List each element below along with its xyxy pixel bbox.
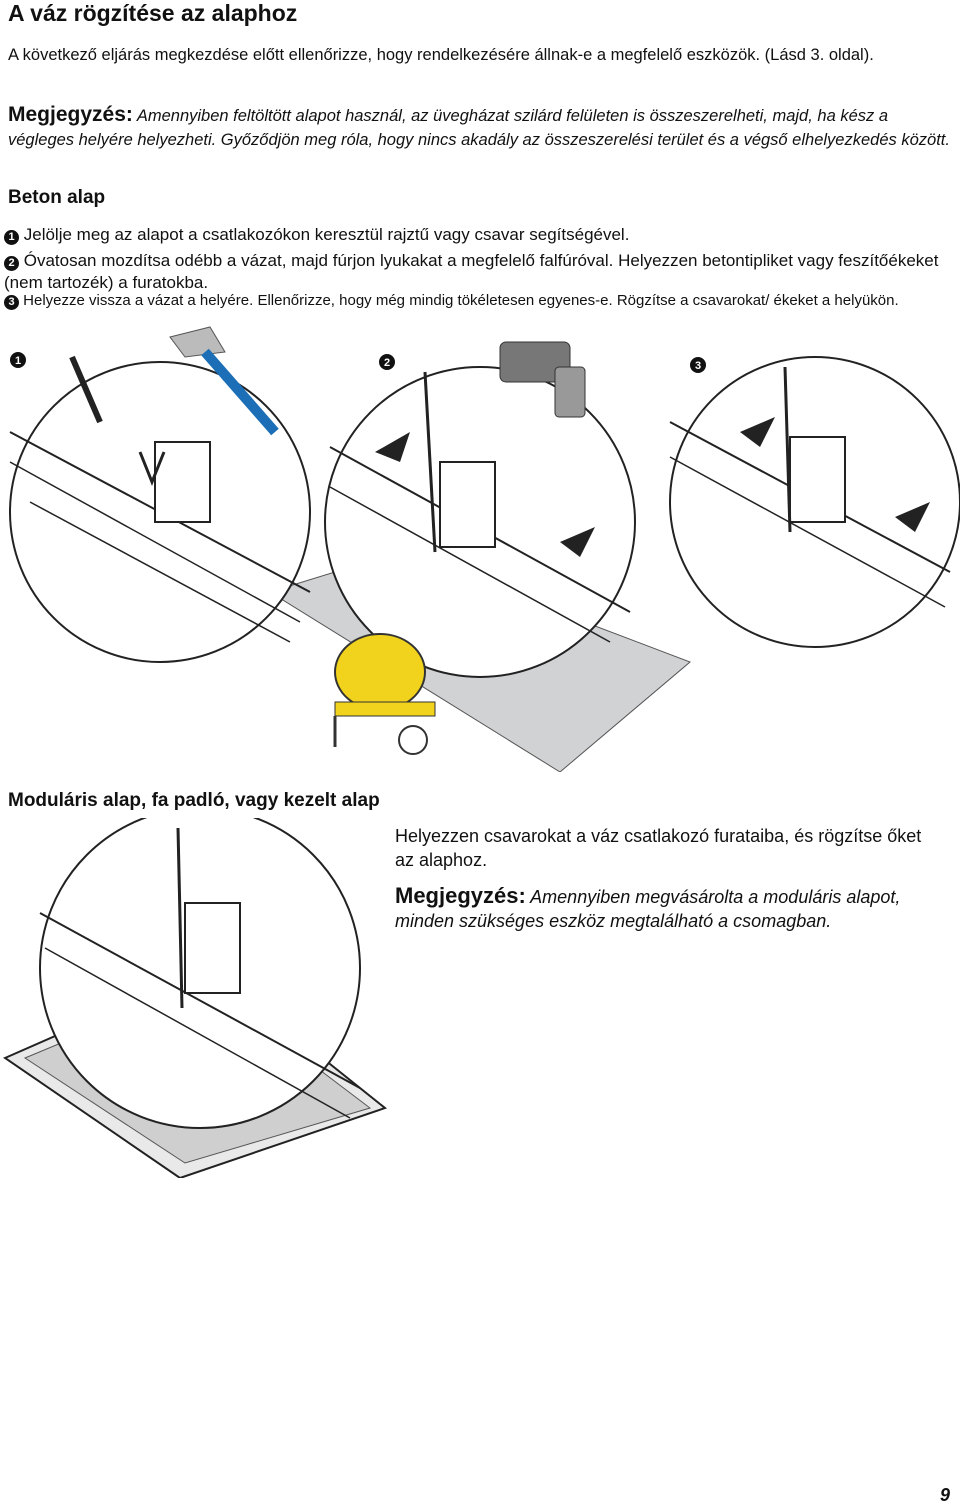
figure-2-circle — [324, 366, 636, 678]
section-heading-modular: Moduláris alap, fa padló, vagy kezelt al… — [8, 790, 380, 811]
note-text: Amennyiben feltöltött alapot használ, az… — [8, 107, 950, 149]
figure-3-circle — [669, 356, 960, 648]
concrete-base-illustration: 1 2 3 — [9, 326, 960, 772]
modular-instructions: Helyezzen csavarokat a váz csatlakozó fu… — [395, 826, 922, 870]
cement-mixer-icon — [333, 633, 436, 755]
intro-paragraph: A következő eljárás megkezdése előtt ell… — [8, 46, 874, 64]
step-text: Helyezze vissza a vázat a helyére. Ellen… — [23, 292, 899, 309]
page-number: 9 — [939, 1485, 950, 1505]
step-2: 2 Óvatosan mozdítsa odébb a vázat, majd … — [4, 250, 954, 294]
section-heading-concrete: Beton alap — [8, 187, 106, 208]
step-number: 3 — [4, 295, 19, 310]
figure-2-number: 2 — [384, 357, 390, 369]
step-1: 1 Jelölje meg az alapot a csatlakozókon … — [4, 224, 954, 246]
figure-3-number: 3 — [695, 360, 701, 372]
modular-base-illustration — [2, 818, 388, 1178]
step-3: 3 Helyezze vissza a vázat a helyére. Ell… — [4, 290, 954, 311]
figure-1-circle — [9, 361, 311, 663]
step-number: 2 — [4, 256, 19, 271]
note-text: Amennyiben megvásárolta a moduláris alap… — [395, 887, 901, 931]
note-lead: Megjegyzés: — [395, 883, 526, 908]
drill-icon — [499, 341, 586, 418]
note-paragraph: Megjegyzés: Amennyiben feltöltött alapot… — [8, 103, 958, 152]
step-text: Óvatosan mozdítsa odébb a vázat, majd fú… — [4, 251, 939, 292]
step-text: Jelölje meg az alapot a csatlakozókon ke… — [23, 225, 630, 244]
hammer-icon — [169, 326, 279, 436]
page-title: A váz rögzítése az alaphoz — [8, 0, 298, 26]
note-modular: Megjegyzés: Amennyiben megvásárolta a mo… — [395, 884, 950, 933]
figure-1-number: 1 — [15, 355, 21, 367]
step-number: 1 — [4, 230, 19, 245]
note-lead: Megjegyzés: — [8, 103, 133, 126]
